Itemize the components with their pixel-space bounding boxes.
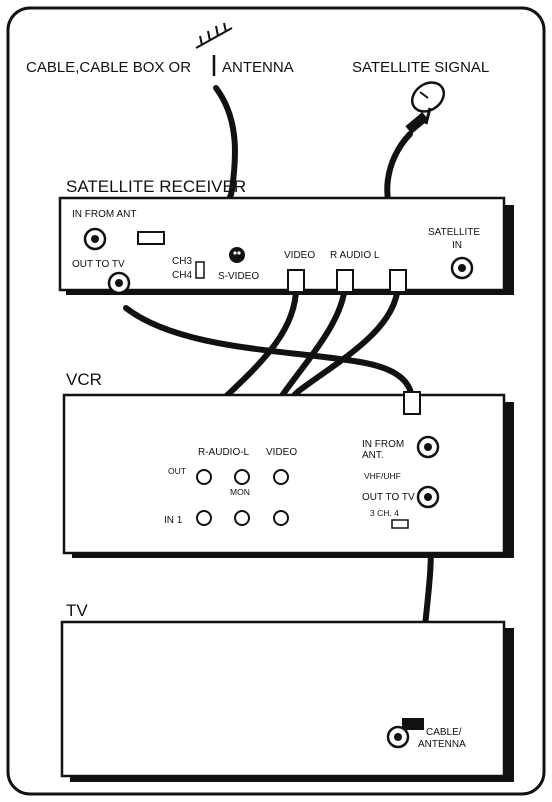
receiver-in-from-ant-label: IN FROM ANT (72, 209, 136, 220)
receiver-audio-label: R AUDIO L (330, 250, 380, 261)
tv-antenna-label: ANTENNA (418, 739, 466, 750)
svideo-jack (229, 247, 245, 263)
satellite-dish-icon (405, 81, 446, 134)
vcr-channel-label: 3 CH. 4 (370, 508, 399, 518)
vcr-video-label: VIDEO (266, 447, 297, 458)
receiver-satellite-jack (450, 256, 474, 280)
cable-box-label: CABLE,CABLE BOX OR (26, 59, 191, 76)
vcr-mon-label: MON (230, 487, 250, 497)
tv-panel (60, 620, 506, 778)
vcr-channel-switch[interactable] (391, 519, 409, 529)
antenna-icon (195, 22, 233, 49)
receiver-ch3-label: CH3 (172, 256, 192, 267)
vcr-ant-label: ANT. (362, 450, 384, 461)
receiver-rca-plugs (287, 269, 407, 293)
tv-antenna-jack (386, 718, 424, 749)
vcr-in-from-label: IN FROM (362, 439, 404, 450)
vcr-ant-in-jack (403, 391, 440, 459)
antenna-label: ANTENNA (222, 59, 294, 76)
satellite-signal-label: SATELLITE SIGNAL (352, 59, 489, 76)
receiver-ch4-label: CH4 (172, 270, 192, 281)
vcr-out-jack (416, 485, 440, 509)
vcr-in1-label: IN 1 (164, 515, 183, 526)
tv-title: TV (66, 601, 88, 620)
vcr-title: VCR (66, 370, 102, 389)
vcr-av-jacks (196, 469, 289, 526)
vcr-out-label: OUT (168, 466, 186, 476)
receiver-out-to-tv-label: OUT TO TV (72, 259, 125, 270)
receiver-title: SATELLITE RECEIVER (66, 177, 246, 196)
outer-border (6, 6, 546, 796)
vcr-audio-label: R-AUDIO-L (198, 447, 250, 458)
tv-cable-label: CABLE/ (426, 727, 462, 738)
receiver-ant-in-jack (83, 227, 165, 251)
receiver-satellite-in-label: IN (452, 240, 462, 251)
vcr-vhf-uhf-label: VHF/UHF (364, 471, 401, 481)
receiver-channel-switch[interactable] (195, 261, 205, 279)
receiver-to-vcr-cable (123, 305, 415, 401)
receiver-panel (58, 196, 506, 292)
receiver-video-label: VIDEO (284, 250, 315, 261)
vcr-out-to-tv-label: OUT TO TV (362, 492, 415, 503)
receiver-out-jack (107, 271, 131, 295)
receiver-satellite-label: SATELLITE (428, 227, 480, 238)
svideo-label: S-VIDEO (218, 271, 259, 282)
